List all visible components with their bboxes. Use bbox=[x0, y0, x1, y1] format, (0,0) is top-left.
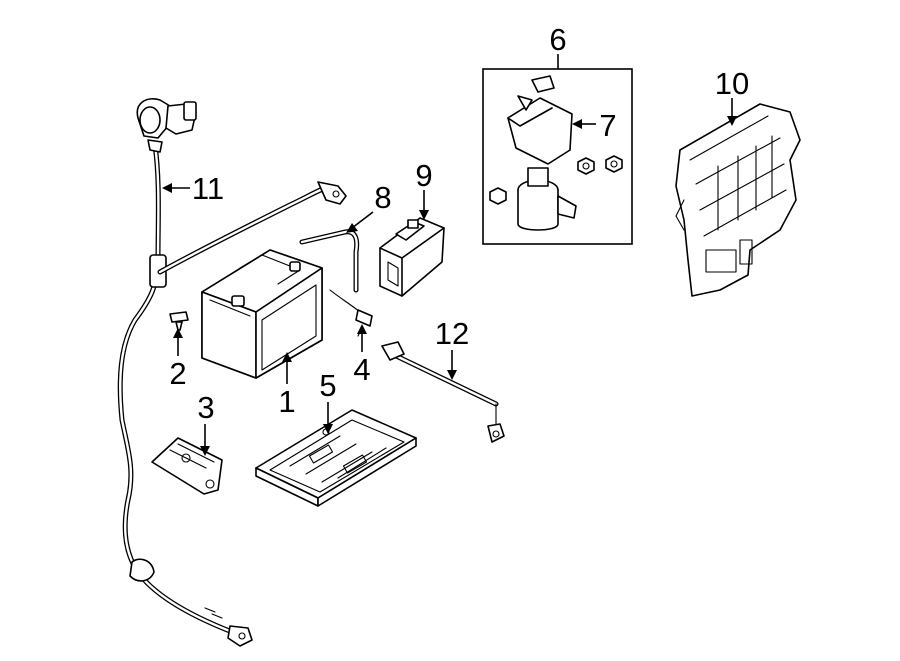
fuse-holder[interactable] bbox=[517, 167, 577, 231]
callout-1: 1 bbox=[278, 384, 295, 419]
clip[interactable] bbox=[169, 311, 189, 331]
fuse-box-bracket[interactable] bbox=[675, 103, 801, 297]
fuse-cover[interactable] bbox=[507, 75, 573, 165]
callout-8: 8 bbox=[374, 180, 391, 215]
sensor-wire[interactable] bbox=[329, 289, 373, 337]
nut[interactable] bbox=[577, 157, 595, 175]
nut[interactable] bbox=[605, 155, 623, 173]
battery[interactable] bbox=[201, 249, 323, 379]
battery-cable-branch[interactable] bbox=[157, 181, 347, 275]
control-module[interactable] bbox=[379, 217, 445, 297]
vent-tube[interactable] bbox=[299, 229, 360, 293]
leader-lines bbox=[162, 54, 737, 456]
battery-cable-main[interactable] bbox=[117, 98, 253, 647]
callout-7: 7 bbox=[599, 108, 616, 143]
nut[interactable] bbox=[489, 187, 507, 205]
battery-tray[interactable] bbox=[255, 409, 417, 507]
callout-9: 9 bbox=[415, 158, 432, 193]
callout-11: 11 bbox=[192, 171, 224, 206]
callout-10: 10 bbox=[715, 66, 749, 101]
callout-12: 12 bbox=[435, 316, 469, 351]
callout-labels: 1 2 3 4 5 6 7 8 9 10 11 12 bbox=[169, 22, 749, 425]
ground-cable[interactable] bbox=[381, 341, 505, 443]
callout-3: 3 bbox=[197, 390, 214, 425]
bracket[interactable] bbox=[151, 437, 223, 495]
callout-2: 2 bbox=[169, 356, 186, 391]
callout-6: 6 bbox=[549, 22, 566, 57]
callout-4: 4 bbox=[353, 352, 370, 387]
callout-5: 5 bbox=[319, 368, 336, 403]
